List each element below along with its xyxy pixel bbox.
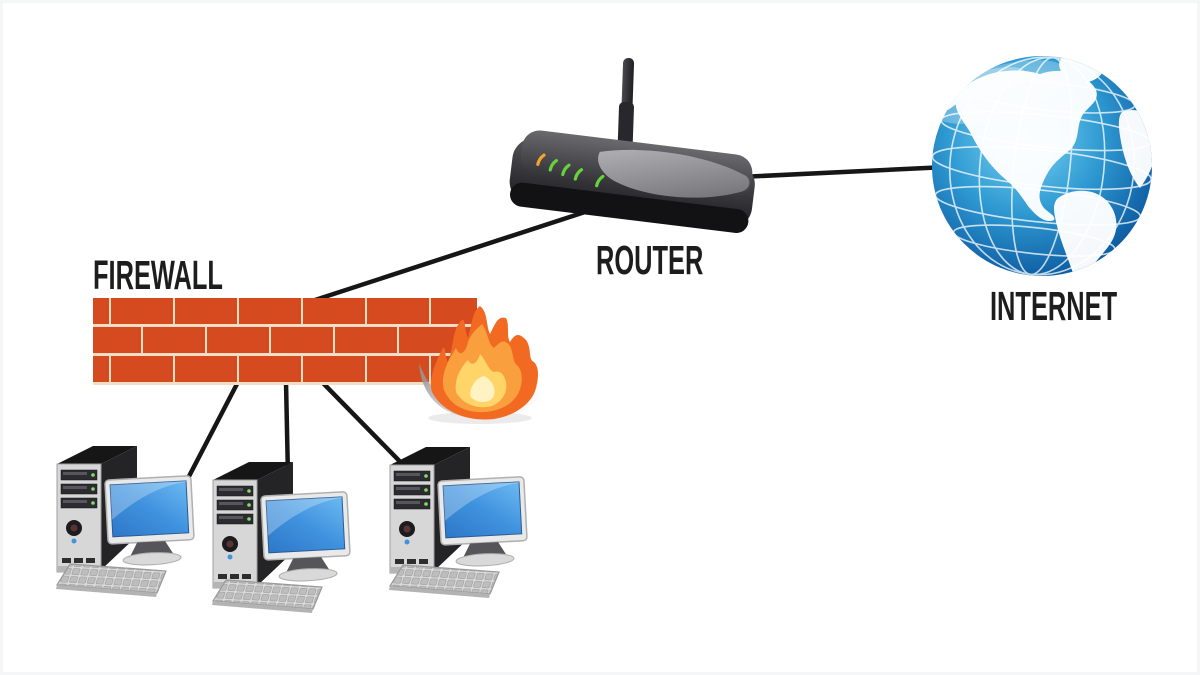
firewall-label: FIREWALL	[93, 252, 223, 298]
workstation-2-desktop-computer-icon	[211, 461, 353, 614]
edge-router-internet	[737, 164, 950, 180]
edge-firewall-router	[309, 209, 588, 304]
connection-lines	[169, 164, 950, 528]
workstation-3-desktop-computer-icon	[388, 446, 530, 599]
router-icon	[509, 58, 755, 233]
workstation-1-desktop-computer-icon	[55, 445, 197, 598]
internet-label: INTERNET	[990, 283, 1118, 329]
router-led-lights	[536, 153, 605, 188]
router-label: ROUTER	[596, 237, 704, 283]
router-antenna-icon	[617, 58, 635, 151]
brick-wall-icon	[93, 298, 477, 385]
fire-icon	[419, 306, 539, 424]
globe-icon	[930, 56, 1153, 276]
